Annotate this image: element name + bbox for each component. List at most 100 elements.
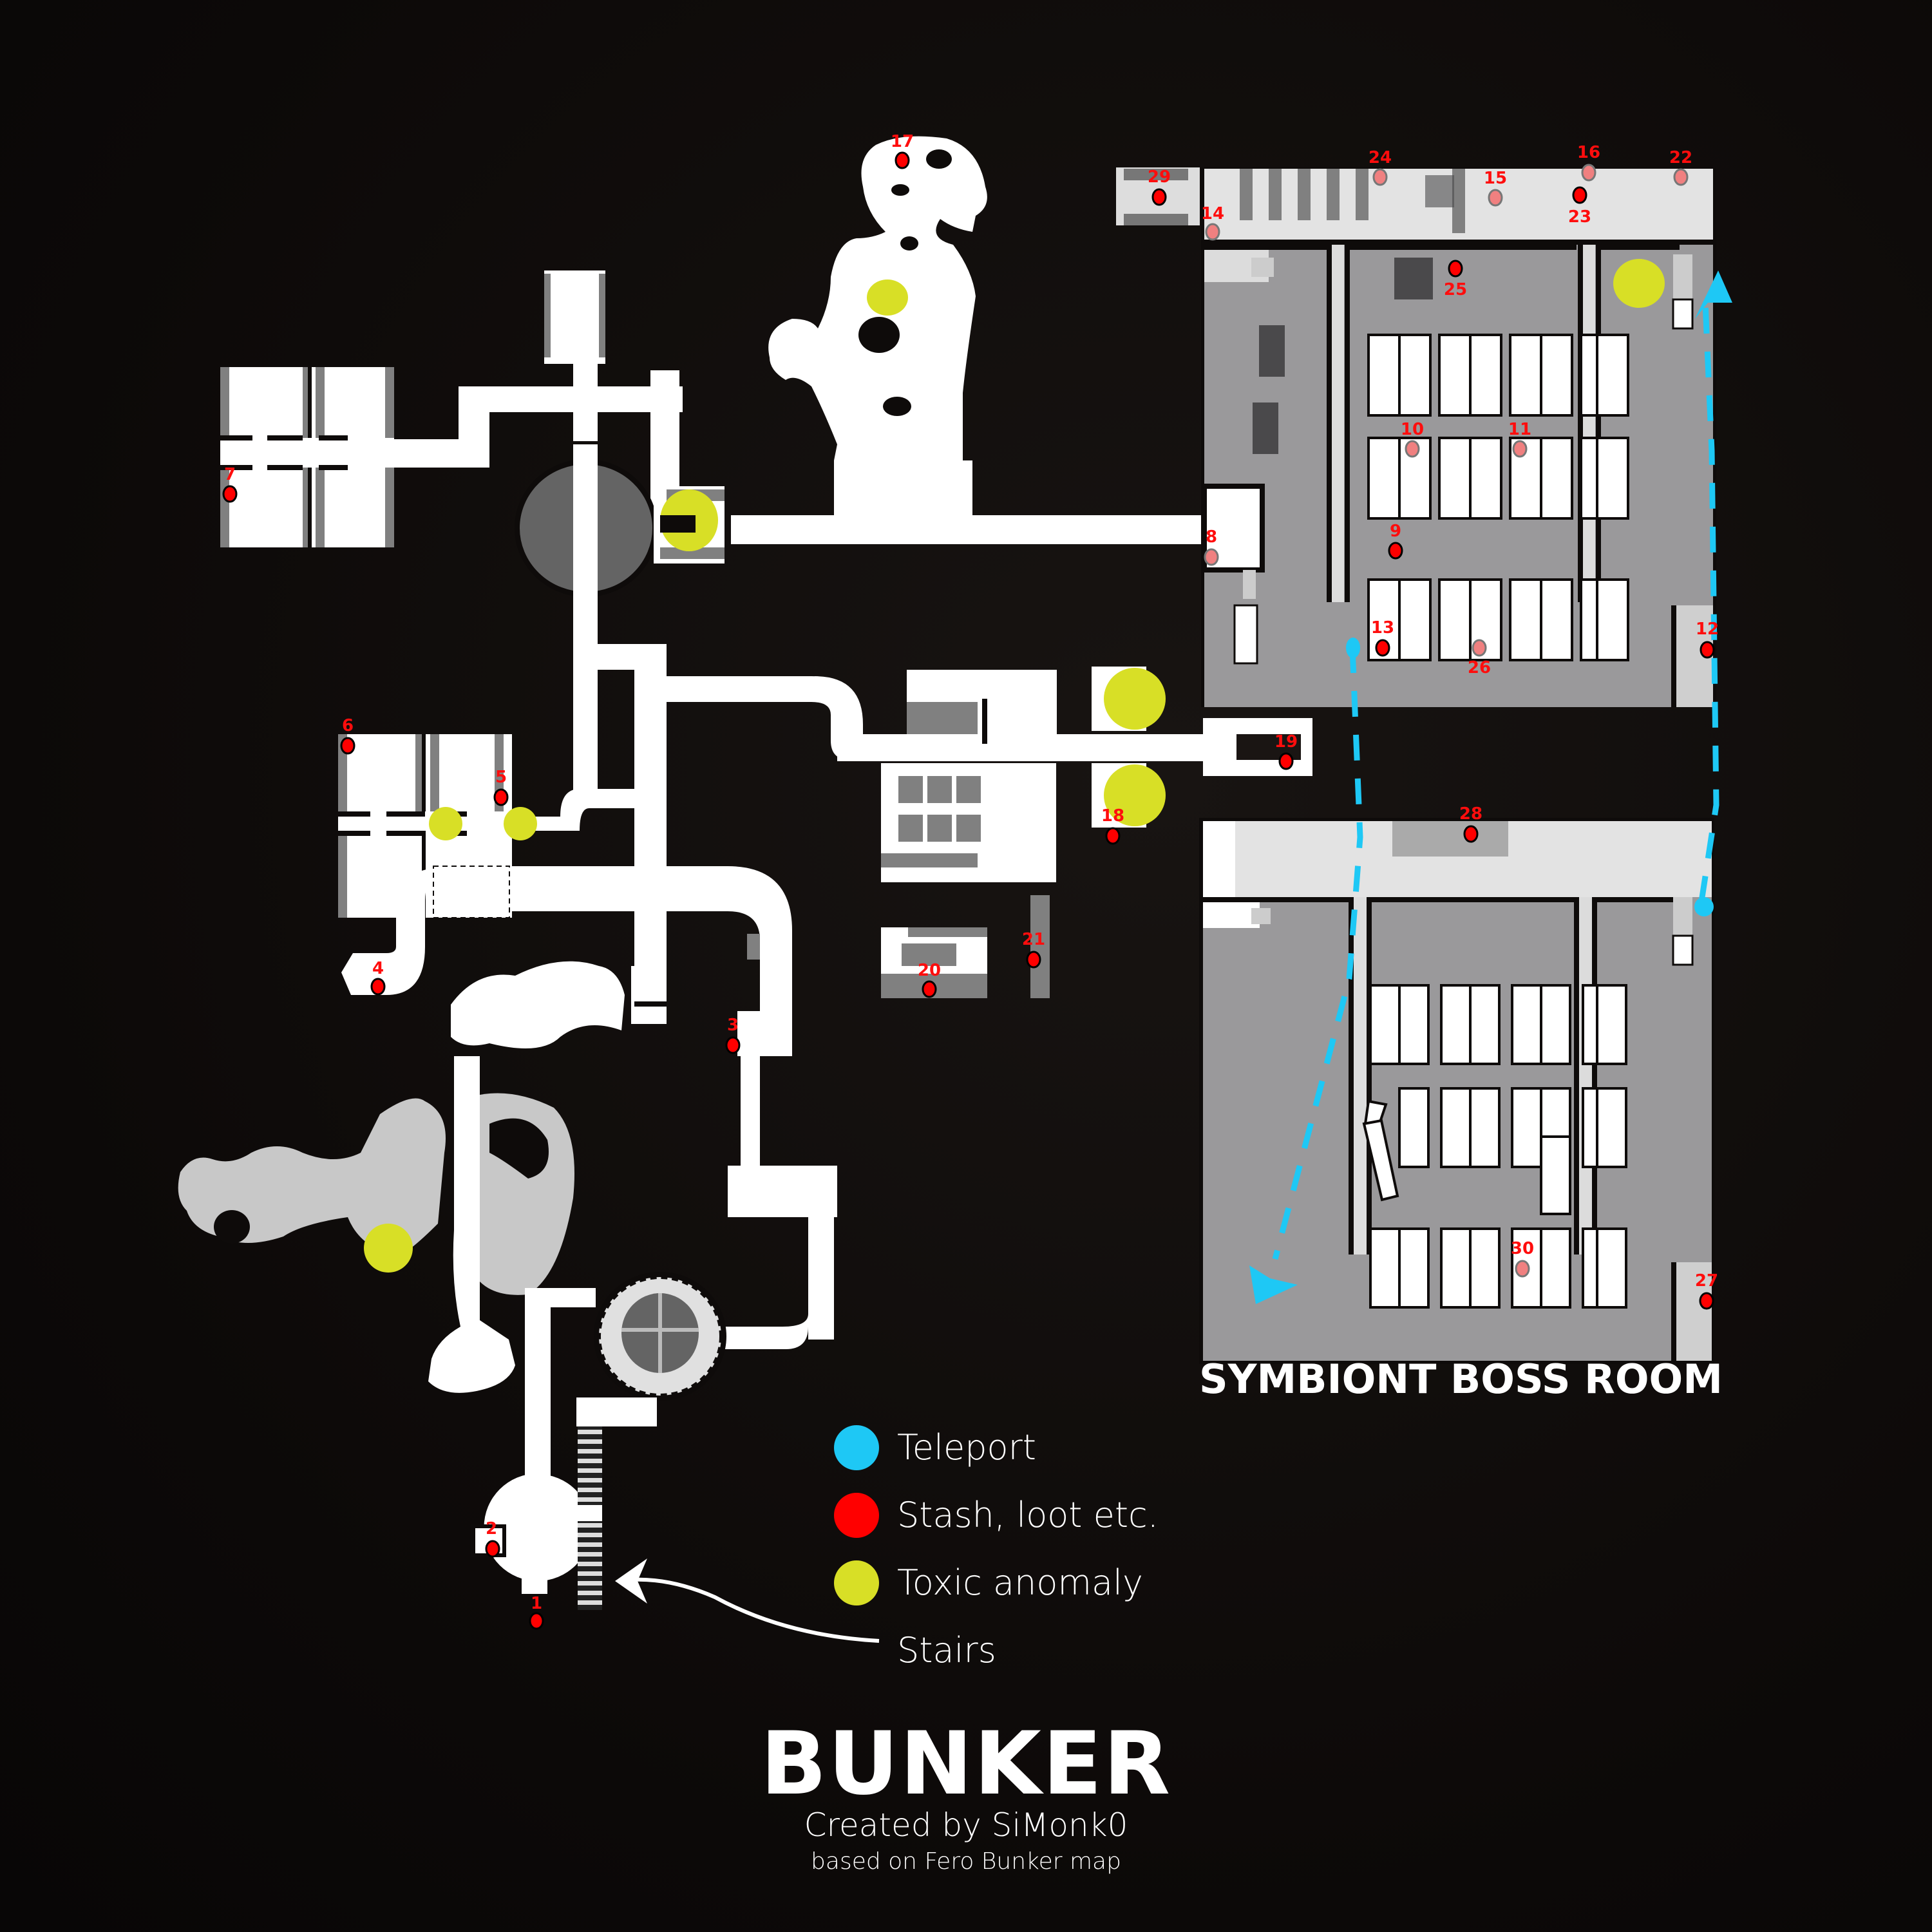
teleport-arrow-down	[1249, 1265, 1298, 1304]
stash-marker-17: 17	[891, 132, 914, 169]
toxic-anomaly	[1104, 668, 1166, 730]
stash-dot-icon	[922, 980, 937, 998]
stash-dot-icon	[370, 978, 386, 996]
stash-number-label: 15	[1484, 169, 1507, 188]
stash-number-label: 1	[531, 1594, 542, 1613]
stash-dot-icon	[1700, 641, 1715, 659]
stash-dot-icon	[222, 485, 238, 503]
rotary-stair-hatch	[594, 1272, 726, 1401]
toxic-anomaly	[429, 807, 462, 840]
stash-marker-5: 5	[493, 768, 509, 806]
stash-dot-icon	[725, 1036, 741, 1054]
teleport-point	[1346, 638, 1360, 658]
barracks-rooms-northwest	[220, 367, 683, 547]
stash-number-label: 2	[486, 1519, 497, 1539]
stash-marker-7: 7	[222, 465, 238, 503]
stash-marker-6: 6	[340, 716, 355, 755]
map-title: BUNKER	[760, 1713, 1172, 1814]
stash-marker-9: 9	[1388, 522, 1403, 560]
symbiont-boss-room	[1199, 818, 1714, 1364]
stash-dot-icon	[1205, 223, 1220, 241]
stash-number-label: 14	[1201, 204, 1224, 223]
legend-label: Stash, loot etc.	[897, 1495, 1159, 1535]
lab-complex	[881, 667, 1312, 998]
legend-item-toxic: Toxic anomaly	[834, 1549, 1159, 1616]
cave-chamber-south	[428, 1230, 515, 1393]
stash-dot-icon	[485, 1540, 500, 1558]
stash-marker-21: 21	[1022, 930, 1045, 969]
stash-marker-14: 14	[1201, 204, 1224, 241]
teleport-point	[1694, 897, 1714, 916]
stash-marker-25: 25	[1444, 260, 1467, 299]
stairs	[578, 1426, 602, 1610]
stash-marker-2: 2	[485, 1519, 500, 1558]
stash-marker-20: 20	[918, 961, 941, 998]
stash-dot-icon	[895, 151, 910, 169]
stash-dot-icon	[1673, 168, 1689, 186]
stash-marker-30: 30	[1511, 1239, 1534, 1278]
shelving-upper	[1367, 334, 1629, 661]
stash-dot-icon	[1388, 542, 1403, 560]
stash-number-label: 26	[1468, 658, 1491, 677]
stash-dot-icon	[834, 1492, 879, 1538]
legend-item-stash: Stash, loot etc.	[834, 1481, 1159, 1549]
toxic-anomaly	[364, 1224, 413, 1273]
stash-dot-icon	[1372, 168, 1388, 186]
stash-marker-15: 15	[1484, 169, 1507, 207]
stash-dot-icon	[1581, 164, 1596, 182]
stash-number-label: 5	[495, 768, 507, 787]
stash-dot-icon	[1515, 1260, 1530, 1278]
north-storage	[544, 270, 605, 364]
map-credit: Created by SiMonk0	[804, 1806, 1128, 1844]
stash-number-label: 30	[1511, 1239, 1534, 1258]
legend-label: Teleport	[897, 1427, 1036, 1468]
stash-dot-icon	[340, 737, 355, 755]
stash-dot-icon	[1278, 752, 1294, 770]
stash-dot-icon	[1026, 951, 1041, 969]
stash-dot-icon	[1512, 440, 1528, 458]
stash-marker-22: 22	[1669, 148, 1692, 186]
stash-marker-19: 19	[1274, 732, 1298, 770]
stash-dot-icon	[1699, 1292, 1714, 1310]
stash-marker-3: 3	[725, 1016, 741, 1054]
stash-number-label: 6	[342, 716, 354, 735]
stash-number-label: 19	[1274, 732, 1298, 752]
stash-marker-12: 12	[1696, 620, 1719, 659]
cave-passage-north	[451, 961, 625, 1048]
stash-dot-icon	[1463, 825, 1479, 843]
stash-marker-26: 26	[1468, 639, 1491, 677]
stash-dot-icon	[493, 788, 509, 806]
stash-number-label: 13	[1371, 618, 1394, 638]
stash-number-label: 16	[1577, 143, 1600, 162]
stash-dot-icon	[1488, 189, 1503, 207]
stash-number-label: 9	[1390, 522, 1401, 541]
stash-number-label: 24	[1368, 148, 1392, 167]
stash-dot-icon	[1105, 827, 1121, 845]
stash-number-label: 27	[1695, 1271, 1718, 1291]
stash-number-label: 25	[1444, 280, 1467, 299]
stash-number-label: 29	[1148, 167, 1171, 187]
stash-number-label: 23	[1568, 207, 1591, 227]
teleport-dot-icon	[834, 1425, 879, 1470]
stash-marker-4: 4	[370, 959, 386, 996]
stash-number-label: 18	[1101, 806, 1124, 826]
teleport-arrow-up	[1695, 270, 1732, 319]
stash-number-label: 11	[1508, 420, 1531, 439]
entrance-room	[484, 1474, 591, 1581]
stash-dot-icon	[529, 1612, 544, 1630]
stash-marker-13: 13	[1371, 618, 1394, 657]
stash-number-label: 21	[1022, 930, 1045, 949]
stash-number-label: 28	[1459, 804, 1482, 824]
stash-dot-icon	[1405, 440, 1420, 458]
shelving-boss-room	[1362, 984, 1627, 1309]
stash-number-label: 12	[1696, 620, 1719, 639]
stash-marker-23: 23	[1568, 186, 1591, 227]
symbiont-upper-hall	[1201, 167, 1716, 707]
central-complex	[178, 136, 1312, 1643]
stash-marker-18: 18	[1101, 806, 1124, 845]
stash-marker-16: 16	[1577, 143, 1600, 182]
stash-number-label: 8	[1206, 527, 1217, 547]
legend-item-stairs: Stairs	[834, 1616, 1159, 1684]
